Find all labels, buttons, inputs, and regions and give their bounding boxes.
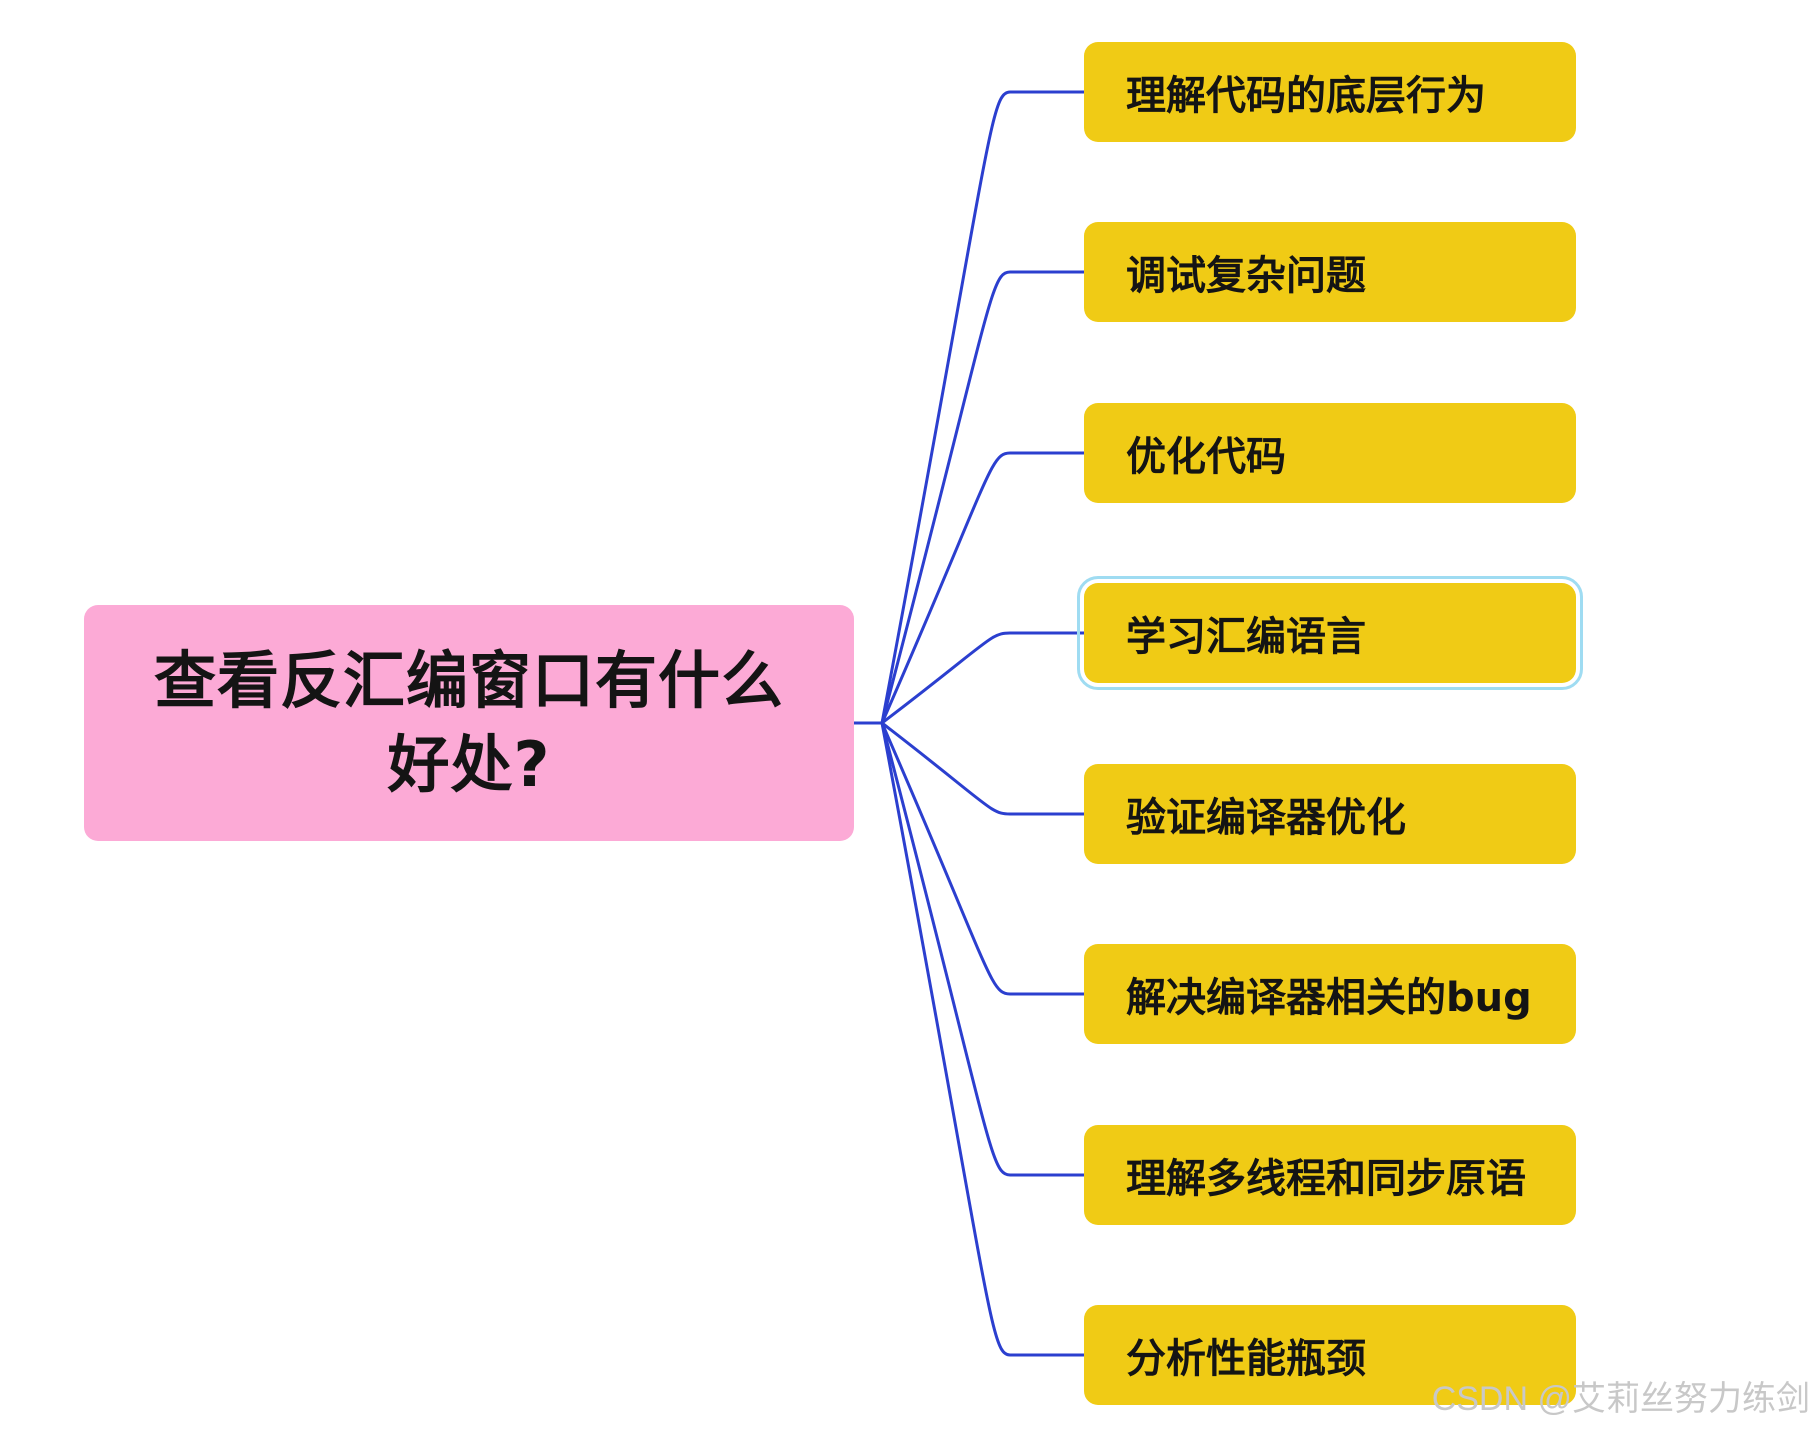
- branch-label: 验证编译器优化: [1126, 795, 1406, 841]
- branch-node-8[interactable]: 分析性能瓶颈: [1084, 1305, 1576, 1405]
- branch-node-5[interactable]: 验证编译器优化: [1084, 764, 1576, 864]
- branch-label: 调试复杂问题: [1126, 253, 1366, 299]
- connector-line-8: [880, 722, 1084, 1357]
- watermark-text: CSDN @艾莉丝努力练剑: [1431, 1380, 1810, 1418]
- branch-node-1[interactable]: 理解代码的底层行为: [1084, 42, 1576, 142]
- branch-label: 理解多线程和同步原语: [1126, 1156, 1526, 1202]
- branch-node-3[interactable]: 优化代码: [1084, 403, 1576, 503]
- connector-line-1: [880, 90, 1084, 724]
- root-topic-title-line2: 好处?: [387, 728, 551, 801]
- connector-line-7: [880, 722, 1084, 1177]
- connector-line-6: [880, 722, 1084, 996]
- branch-label: 理解代码的底层行为: [1126, 73, 1486, 119]
- branch-node-2[interactable]: 调试复杂问题: [1084, 222, 1576, 322]
- branch-label: 分析性能瓶颈: [1126, 1336, 1366, 1382]
- branch-node-6[interactable]: 解决编译器相关的bug: [1084, 944, 1576, 1044]
- branch-label: 解决编译器相关的bug: [1126, 975, 1532, 1021]
- root-topic-title-line1: 查看反汇编窗口有什么: [153, 644, 784, 717]
- connector-line-2: [880, 270, 1084, 724]
- connector-line-3: [880, 451, 1084, 724]
- branch-label: 优化代码: [1126, 434, 1286, 480]
- branch-label: 学习汇编语言: [1126, 614, 1366, 660]
- root-topic-node[interactable]: 查看反汇编窗口有什么 好处?: [84, 605, 854, 841]
- root-topic-title: 查看反汇编窗口有什么 好处?: [154, 639, 784, 807]
- connector-line-4: [881, 631, 1084, 725]
- connector-line-5: [881, 721, 1084, 816]
- branch-node-7[interactable]: 理解多线程和同步原语: [1084, 1125, 1576, 1225]
- branch-node-4[interactable]: 学习汇编语言: [1077, 576, 1583, 690]
